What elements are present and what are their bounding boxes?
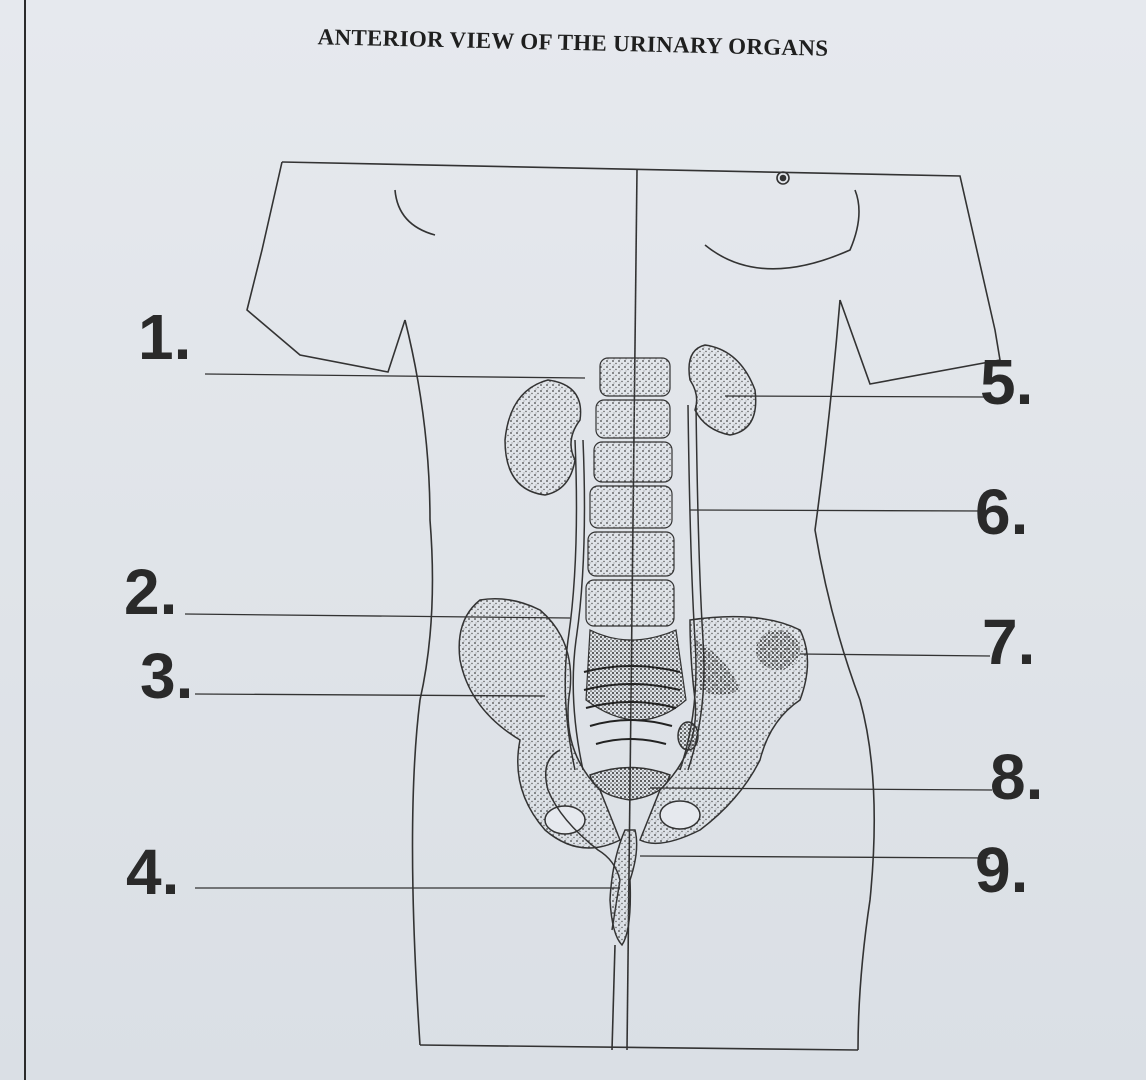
leader-lines	[184, 373, 993, 889]
label-number-3: 3.	[140, 640, 194, 712]
label-number-5: 5.	[980, 346, 1034, 418]
label-number-8: 8.	[990, 741, 1044, 813]
sacrum	[583, 665, 681, 745]
leader-line-7	[799, 653, 991, 657]
vertebral-column	[585, 357, 687, 721]
leader-line-6	[689, 509, 986, 512]
leader-line-9	[639, 855, 991, 859]
bladder-urethra	[545, 721, 699, 947]
label-number-2: 2.	[124, 556, 178, 628]
leader-line-1	[204, 373, 586, 379]
label-number-1: 1.	[138, 301, 192, 373]
label-number-7: 7.	[982, 606, 1036, 678]
pelvis	[458, 598, 809, 849]
leader-line-2	[184, 613, 571, 619]
leader-line-3	[194, 693, 546, 697]
label-number-6: 6.	[975, 476, 1029, 548]
label-number-4: 4.	[126, 836, 180, 908]
kidneys	[504, 344, 757, 496]
page-margin-line	[24, 0, 26, 1080]
label-number-9: 9.	[975, 834, 1029, 906]
leader-line-8	[649, 787, 993, 791]
leader-line-5	[724, 395, 986, 398]
